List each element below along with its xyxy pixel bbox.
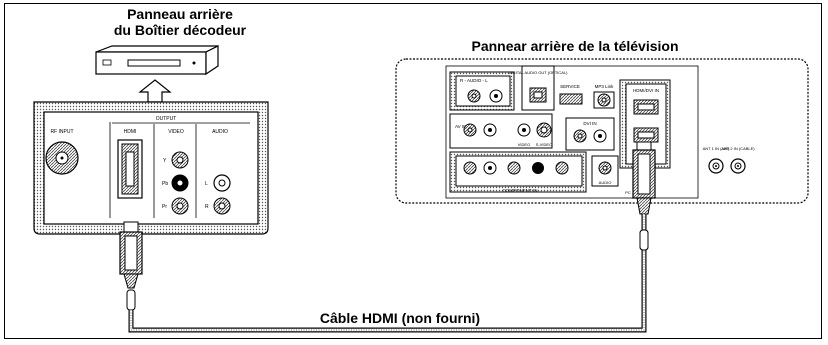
- stb-rf-input-label: RF INPUT: [50, 129, 73, 135]
- tv-svideo-label: S-VIDEO: [536, 142, 552, 147]
- tv-component-label: COMPONENT IN: [503, 188, 538, 193]
- tv-ant1-label: ANT 1 IN (AIR): [703, 146, 730, 151]
- tv-ant1-in: ANT 1 IN (AIR): [703, 146, 730, 174]
- tv-mp3-label: MP3 Link: [595, 84, 615, 89]
- stb-panel-title: Panneau arrière du Boîtier décodeur: [100, 6, 260, 38]
- tv-audio-label: AUDIO: [599, 180, 612, 185]
- audio-l-jack: L: [205, 174, 231, 192]
- set-top-box-icon: [95, 45, 219, 76]
- tv-ant2-label: ANT 2 IN (CABLE): [721, 146, 755, 151]
- stb-r-label: R: [205, 204, 209, 210]
- audio-r-jack: R: [205, 197, 231, 215]
- tv-video-label: VIDEO: [518, 142, 530, 147]
- cable-label: Câble HDMI (non fourni): [319, 310, 481, 326]
- stb-pb-label: Pb: [162, 181, 168, 187]
- tv-component-in: COMPONENT IN: [449, 151, 587, 193]
- tv-mp3-link: MP3 Link: [593, 84, 615, 109]
- stb-video-label: VIDEO: [168, 129, 184, 135]
- component-y-jack: Y: [163, 151, 189, 169]
- tv-audio-out: R - AUDIO - L: [449, 71, 515, 111]
- stb-y-label: Y: [163, 158, 167, 164]
- tv-audio-out-label: R - AUDIO - L: [460, 78, 488, 83]
- stb-title-line1: Panneau arrière: [127, 6, 233, 22]
- hdmi-plug-left: [119, 221, 143, 311]
- stb-audio-label: AUDIO: [212, 129, 228, 135]
- stb-hdmi-port: [117, 139, 143, 199]
- tv-pc-label: PC: [625, 190, 631, 195]
- stb-output-label: OUTPUT: [156, 116, 177, 122]
- stb-pr-label: Pr: [162, 204, 167, 210]
- stb-rear-panel: OUTPUT RF INPUT HDMI VIDEO AUDIO Y Pb: [33, 101, 269, 235]
- hdmi-cable: [128, 296, 647, 333]
- stb-hdmi-label: HDMI: [124, 129, 137, 135]
- tv-dvi-in-label: DVI IN: [583, 121, 596, 126]
- tv-hdmi-label: HDMI/DVI IN: [633, 88, 659, 93]
- tv-panel-title: Pannear arrière de la télévision: [471, 38, 679, 54]
- rf-input-jack: [45, 141, 79, 175]
- tv-optical-out: DIGITAL AUDIO OUT (OPTICAL): [508, 65, 568, 111]
- tv-dvi-audio-in: DVI IN: [565, 117, 615, 151]
- arrow-up-icon: [138, 79, 172, 103]
- component-pb-jack: Pb: [162, 174, 189, 192]
- hdmi-plug-right: [632, 141, 656, 296]
- stb-title-line2: du Boîtier décodeur: [113, 22, 247, 38]
- tv-av-in: AV IN VIDEO S-VIDEO: [449, 113, 553, 149]
- tv-rear-panel: R - AUDIO - L DIGITAL AUDIO OUT (OPTICAL…: [395, 58, 809, 204]
- tv-optical-label: DIGITAL AUDIO OUT (OPTICAL): [508, 70, 568, 75]
- component-pr-jack: Pr: [162, 197, 189, 215]
- tv-service-label: SERVICE: [560, 84, 580, 89]
- tv-pc-audio: AUDIO PC: [591, 155, 631, 195]
- tv-service-port: SERVICE: [559, 84, 583, 105]
- tv-ant2-in: ANT 2 IN (CABLE): [721, 146, 755, 174]
- stb-l-label: L: [205, 181, 208, 187]
- tv-av-in-label: AV IN: [455, 124, 466, 129]
- diagram-frame: [4, 3, 822, 339]
